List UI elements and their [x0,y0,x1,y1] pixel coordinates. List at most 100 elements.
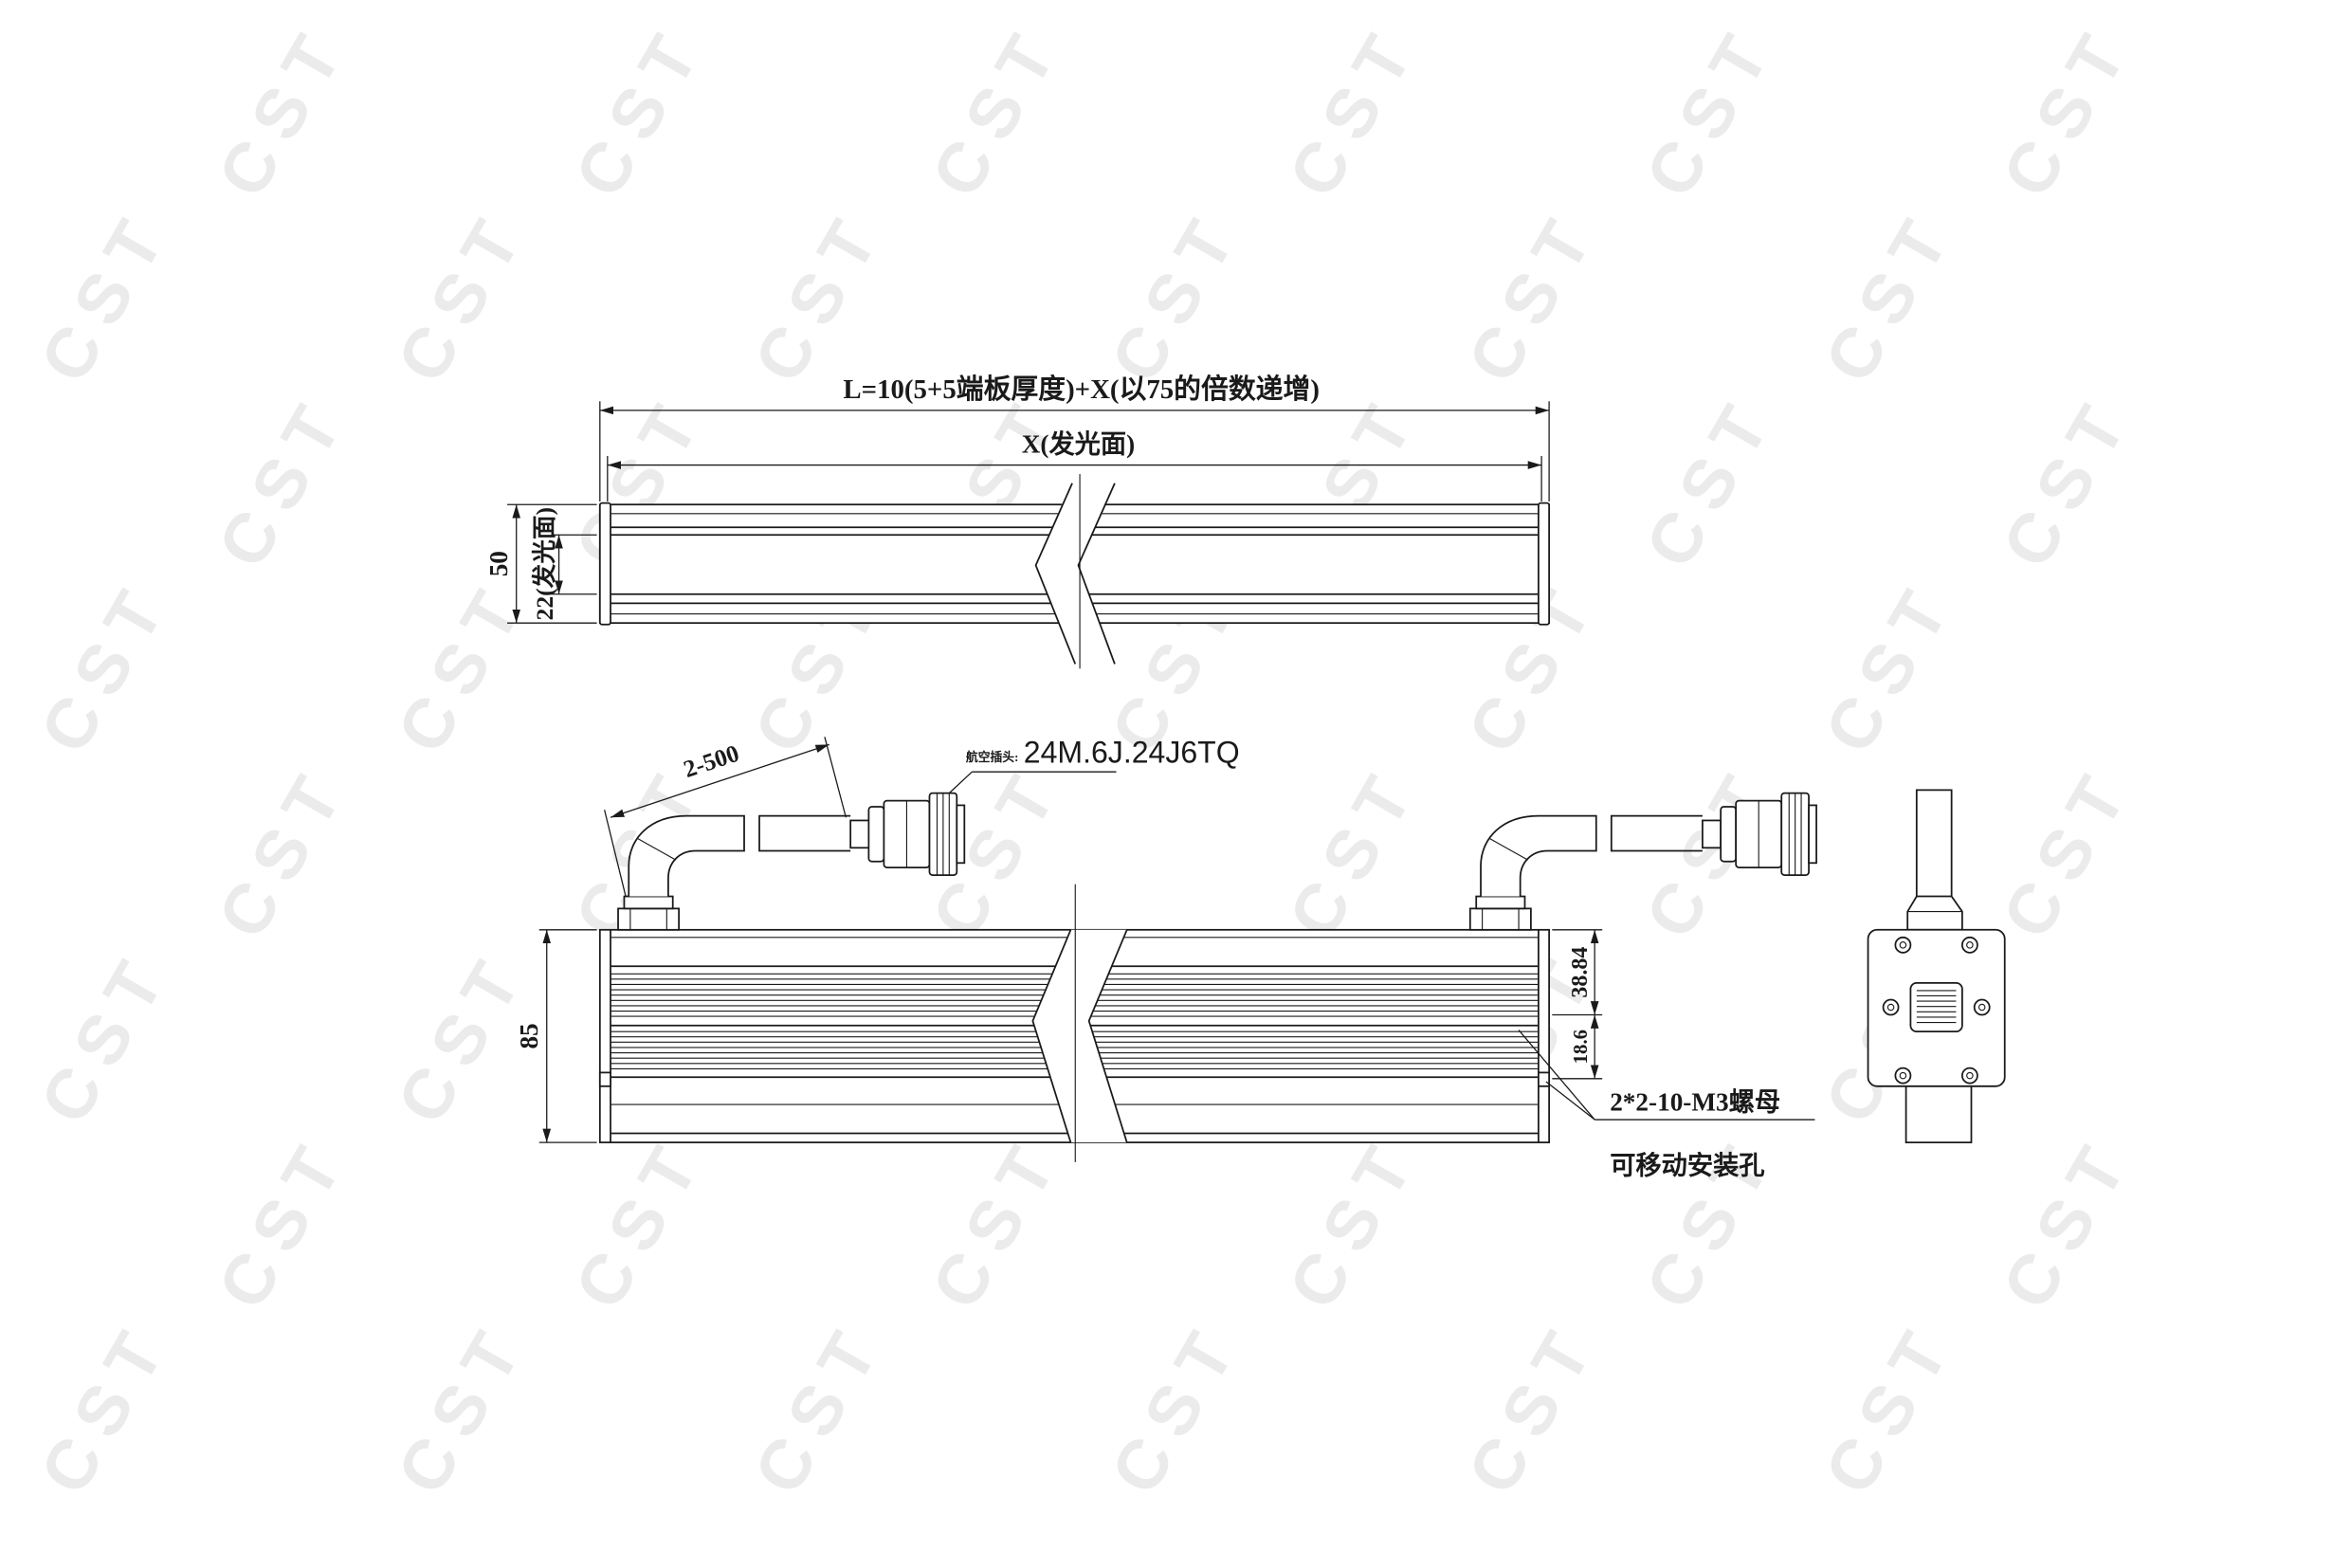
connector-face [1808,804,1817,865]
watermark-text: CST [1987,9,2148,210]
watermark-text: CST [1273,751,1434,951]
right-end-plate [1538,501,1550,626]
side-view [1867,789,2006,1143]
break-line-right [1077,483,1116,665]
watermark-text: CST [1987,1121,2148,1322]
elbow-seam [637,838,677,861]
screw-hole-center [1899,1071,1907,1080]
watermark-text: CST [1630,9,1791,210]
front-height-label: 85 [515,1023,543,1048]
left-end-plate [598,501,611,626]
emitting-width-dimension: 22(发光面) [530,507,597,621]
emitting-width-label: 22(发光面) [530,507,558,621]
watermark-text: CST [203,751,364,951]
screw-hole [1960,936,1978,954]
top-height-label: 50 [484,551,513,576]
watermark-text: CST [25,937,186,1137]
break-line-left [1031,929,1072,1143]
screw-hole [1894,936,1912,954]
left-mount-nut [598,1071,611,1087]
break-gap [1032,929,1127,1143]
elbow-cable [1480,814,1597,897]
watermark-text: CST [1096,1307,1257,1507]
screw-hole [1973,998,1991,1016]
watermark-text: CST [1452,1307,1613,1507]
cable-gland-cap [623,895,674,910]
connector-boot [1702,819,1722,849]
elbow-seam [1489,838,1528,861]
upper-offset-label: 38.84 [1568,947,1593,998]
emitting-length-label: X(发光面) [1022,429,1135,459]
watermark-text: CST [738,1307,900,1507]
leader-line [948,771,973,794]
watermark-text: CST [1987,380,2148,580]
mount-offset-dimensions: 38.84 18.6 [1552,929,1603,1080]
break-line-left [1034,483,1077,665]
top-bar-body [598,474,1550,669]
dimension-line [610,743,829,818]
watermark-text: CST [1273,9,1434,210]
end-plate-screws [1882,936,1991,1085]
watermark-text: CST [1452,195,1613,395]
screw-hole-center [1966,1071,1974,1080]
lens-outline [1909,981,1963,1033]
connector-ring [1720,806,1738,863]
cable-gland-nut [617,907,681,931]
cable-segment [1610,814,1703,852]
nut-label: 2*2-10-M3螺母 [1610,1087,1780,1116]
mount-hole-label: 可移动安装孔 [1610,1152,1764,1180]
watermark-text: CST [1630,380,1791,580]
top-view: L=10(5+5端板厚度)+X(以75的倍数递增) X(发光面) [484,374,1550,669]
connector-face [956,804,966,865]
watermark-text: CST [1096,195,1257,395]
front-height-dimension: 85 [515,929,597,1143]
watermark-text: CST [1987,751,2148,951]
watermark-text: CST [738,195,900,395]
connector-ring [867,806,885,863]
front-bar-body [598,884,1550,1162]
screw-hole-center [1899,941,1907,949]
screw-hole-center [1886,1003,1895,1012]
emitting-window [1909,981,1963,1033]
watermark-text: CST [382,566,543,766]
cable-segment [758,814,851,852]
connector-model-label: 24M.6J.24J6TQ [1024,736,1240,770]
mount-nut-callout: 2*2-10-M3螺母 可移动安装孔 [1518,1030,1815,1180]
screw-hole-center [1966,941,1974,949]
watermark-text: CST [25,566,186,766]
connector-boot [849,819,870,849]
screw-hole [1960,1067,1978,1085]
watermark-text: CST [1810,195,1971,395]
screw-hole [1882,998,1900,1016]
screw-hole [1894,1067,1912,1085]
cable-gland-nut [1468,907,1532,931]
watermark-text: CST [382,195,543,395]
side-cable-gland [1906,895,1963,931]
watermark-text: CST [917,9,1078,210]
side-bottom-tab [1904,1082,1973,1143]
watermark-text: CST [559,9,720,210]
side-cable [1915,789,1953,897]
emitting-length-dimension: X(发光面) [607,429,1542,502]
overall-length-label: L=10(5+5端板厚度)+X(以75的倍数递增) [843,374,1319,405]
watermark-text: CST [1273,1121,1434,1322]
leader-line [1545,1081,1595,1121]
watermark-text: CST [382,1307,543,1507]
watermark-text: CST [559,1121,720,1322]
extension-line [604,810,627,897]
cable-gland-cap [1475,895,1526,910]
right-cable-connector [1468,792,1817,931]
connector-callout: 航空插头: 24M.6J.24J6TQ [948,736,1240,794]
watermark-text: CST [917,1121,1078,1322]
watermark-text: CST [25,1307,186,1507]
leader-line [1518,1030,1595,1121]
watermark-text: CST [203,380,364,580]
extension-line [824,737,847,818]
right-mount-nut [1538,1071,1550,1087]
lower-offset-label: 18.6 [1569,1030,1592,1064]
overall-length-dimension: L=10(5+5端板厚度)+X(以75的倍数递增) [599,374,1550,502]
break-line-right [1087,929,1128,1143]
watermark-text: CST [25,195,186,395]
top-height-dimension: 50 [484,503,597,624]
